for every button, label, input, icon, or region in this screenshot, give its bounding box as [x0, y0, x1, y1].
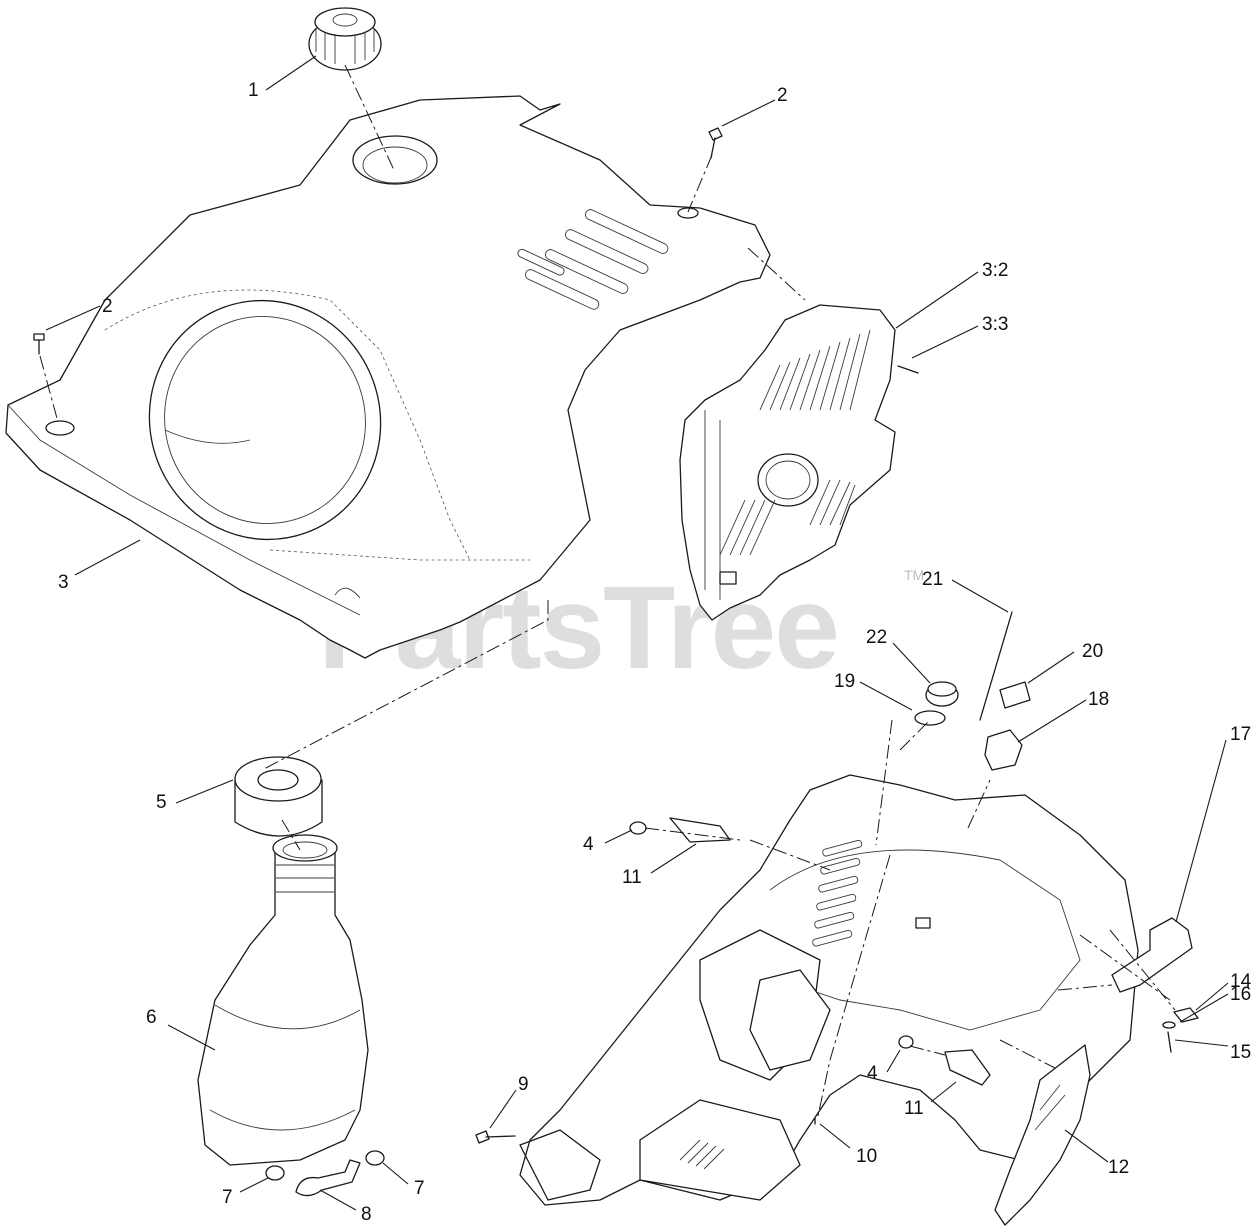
- callout-3-2: 3:2: [982, 260, 1008, 281]
- callout-9: 9: [518, 1074, 529, 1095]
- callout-3-3: 3:3: [982, 314, 1008, 335]
- part-fuel-tank: [197, 834, 369, 1166]
- part-fuel-hose: [265, 1150, 385, 1197]
- callout-8: 8: [361, 1204, 372, 1225]
- callout-7-right: 7: [414, 1178, 425, 1199]
- part-screws: [33, 127, 1199, 1144]
- callout-22: 22: [866, 627, 887, 648]
- callout-20: 20: [1082, 641, 1103, 662]
- callout-5: 5: [156, 792, 167, 813]
- callout-11-upper: 11: [622, 867, 642, 888]
- callout-2-top: 2: [777, 85, 788, 106]
- part-foam-ring: [234, 756, 323, 837]
- callout-16: 16: [1230, 984, 1251, 1005]
- callout-14: 14: [1230, 971, 1252, 992]
- watermark-trademark: TM: [904, 567, 924, 583]
- center-lines: [39, 64, 1176, 1117]
- callout-labels: 1 2 2 3 3:2 3:3 4 4 5 6 7 7 8 9 10 11 11…: [58, 80, 1252, 1225]
- callout-21: 21: [922, 569, 943, 590]
- callout-4-lower: 4: [867, 1063, 878, 1084]
- part-rear-cover: [679, 304, 896, 621]
- part-lower-frame: [519, 774, 1139, 1206]
- callout-12: 12: [1108, 1157, 1129, 1178]
- callout-1: 1: [248, 80, 259, 101]
- part-side-panel: [994, 1044, 1091, 1226]
- part-upper-shroud: [5, 95, 771, 659]
- part-fuel-cap: [308, 7, 382, 71]
- callout-17: 17: [1230, 724, 1251, 745]
- callout-2-left: 2: [102, 296, 113, 317]
- callout-19: 19: [834, 671, 855, 692]
- callout-7-left: 7: [222, 1187, 233, 1208]
- callout-15: 15: [1230, 1042, 1251, 1063]
- callout-11-lower: 11: [904, 1098, 924, 1119]
- callout-4-upper: 4: [583, 834, 594, 855]
- callout-6: 6: [146, 1007, 157, 1028]
- callout-3: 3: [58, 572, 69, 593]
- callout-10: 10: [856, 1146, 877, 1167]
- callout-18: 18: [1088, 689, 1109, 710]
- leader-lines: [45, 55, 1229, 1211]
